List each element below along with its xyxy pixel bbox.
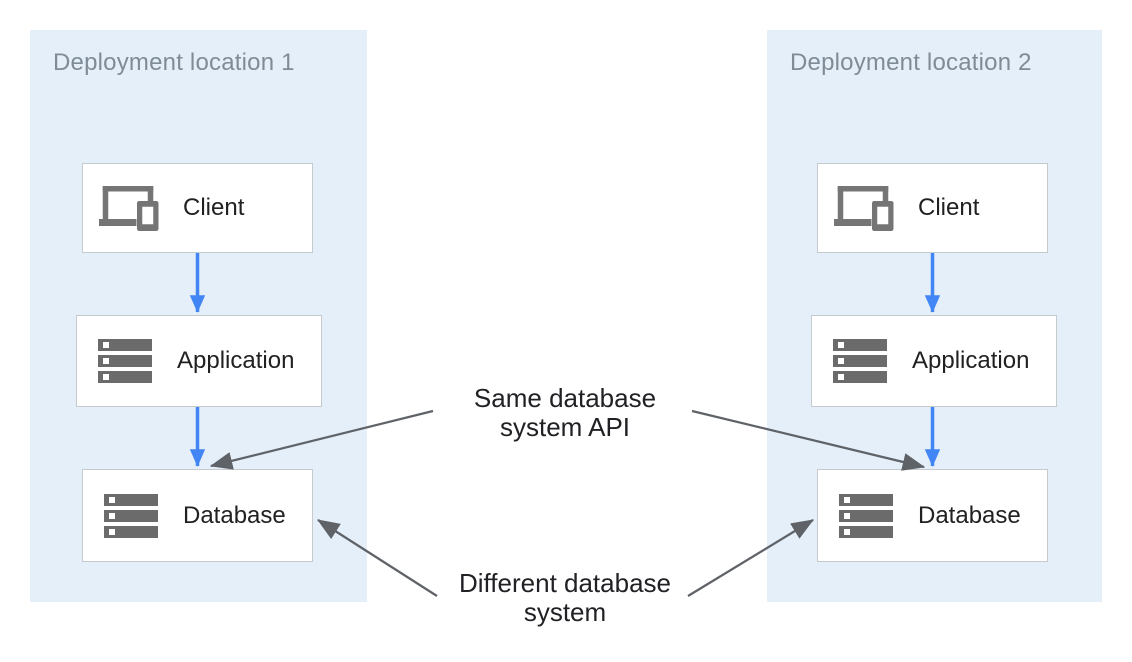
- application-node-location-2: Application: [811, 315, 1057, 407]
- node-label: Database: [183, 501, 286, 529]
- region-title: Deployment location 2: [790, 49, 1032, 76]
- same-database-system-api-label: Same database system API: [473, 383, 657, 442]
- node-label: Client: [918, 194, 980, 221]
- server-stack-icon: [833, 339, 887, 383]
- devices-icon: [834, 185, 894, 231]
- database-node-location-2: Database: [817, 469, 1048, 562]
- client-node-location-1: Client: [82, 163, 313, 253]
- region-title: Deployment location 1: [53, 49, 295, 76]
- application-node-location-1: Application: [76, 315, 322, 407]
- database-node-location-1: Database: [82, 469, 313, 562]
- node-label: Application: [177, 347, 295, 374]
- different-database-system-label: Different database system: [459, 568, 671, 627]
- node-label: Database: [918, 501, 1021, 529]
- server-stack-icon: [104, 493, 158, 538]
- client-node-location-2: Client: [817, 163, 1048, 253]
- server-stack-icon: [839, 493, 893, 538]
- node-label: Client: [183, 194, 245, 221]
- node-label: Application: [912, 347, 1030, 374]
- server-stack-icon: [98, 339, 152, 383]
- devices-icon: [99, 185, 159, 231]
